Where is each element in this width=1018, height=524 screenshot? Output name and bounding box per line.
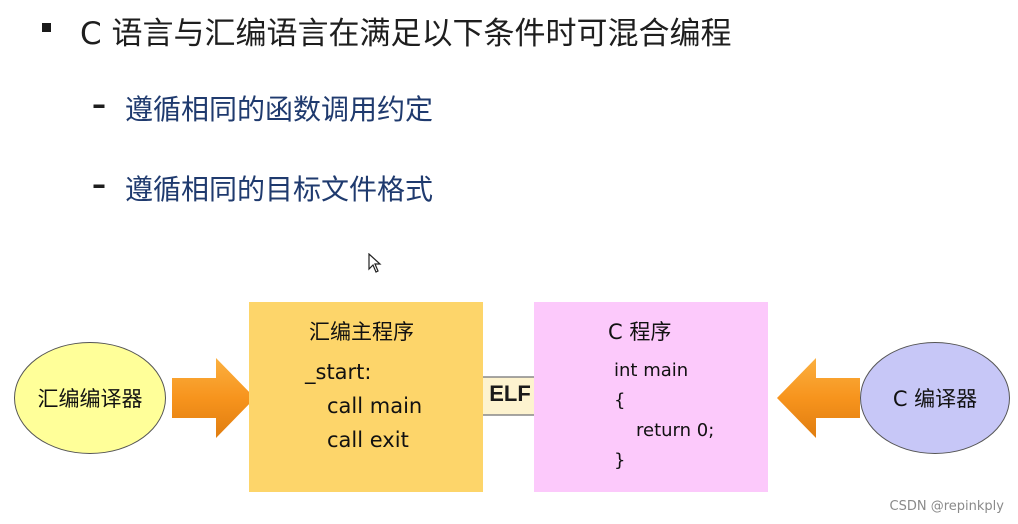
c-program-box: C 程序 int main { return 0; } <box>534 302 768 492</box>
c-code-line: return 0; <box>636 420 715 441</box>
mouse-cursor-icon <box>368 253 382 273</box>
c-compiler-node: C 编译器 <box>860 342 1010 454</box>
asm-compiler-label: 汇编编译器 <box>37 387 143 411</box>
asm-compiler-node: 汇编编译器 <box>14 342 166 454</box>
main-bullet-text: C 语言与汇编语言在满足以下条件时可混合编程 <box>80 16 732 52</box>
left-arrow-icon <box>777 358 860 438</box>
asm-code-line: _start: <box>305 360 372 384</box>
dash-icon: – <box>92 168 106 201</box>
asm-code-line: call main <box>327 394 423 418</box>
asm-program-box: 汇编主程序 _start: call main call exit <box>249 302 483 492</box>
asm-program-title: 汇编主程序 <box>309 320 414 344</box>
dash-icon: – <box>92 88 106 121</box>
c-program-title: C 程序 <box>608 320 672 344</box>
bullet-square-icon <box>42 23 51 32</box>
c-compiler-label: C 编译器 <box>892 387 978 411</box>
watermark: CSDN @repinkply <box>889 499 1004 514</box>
right-arrow-icon <box>172 358 255 438</box>
sub-bullet-object-format: 遵循相同的目标文件格式 <box>125 173 434 206</box>
elf-label: ELF <box>489 381 531 406</box>
sub-bullet-calling-convention: 遵循相同的函数调用约定 <box>125 93 434 126</box>
asm-code-line: call exit <box>327 428 409 452</box>
c-code-line: { <box>614 390 626 411</box>
c-code-line: int main <box>614 360 689 381</box>
c-code-line: } <box>614 450 626 471</box>
